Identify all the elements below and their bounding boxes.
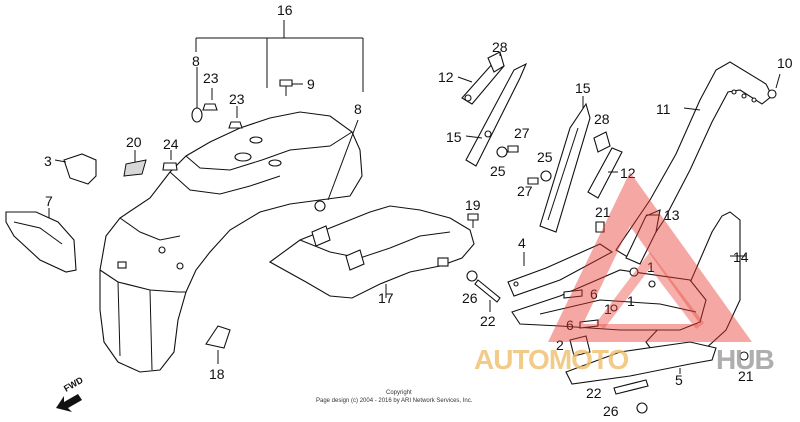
callout-18: 18 [209,366,225,382]
bolt-27-b [527,177,539,185]
callout-21-b: 21 [738,368,754,384]
nut-1-c [648,280,656,288]
washer-26-left [466,270,478,282]
callout-19: 19 [465,197,481,213]
callout-27-b: 27 [517,183,533,199]
callout-25-b: 25 [537,149,553,165]
bolt-22-right [613,379,649,395]
nut-23-a [202,88,218,111]
bracket-13 [625,209,661,265]
clip-18 [205,325,231,364]
nut-1-a [629,267,639,277]
callout-1-c: 1 [604,301,612,317]
callout-12-left: 12 [438,69,454,85]
callout-10: 10 [777,55,793,71]
rubber-28-right [593,131,611,153]
bolt-21-a [595,221,605,233]
callout-22-left: 22 [480,313,496,329]
inner-fender-17 [268,205,475,299]
cap-nut-10 [767,73,781,99]
washer-25-b [540,170,552,182]
callout-22-right: 22 [586,385,602,401]
nut-23-b [228,106,243,129]
watermark-triangle [548,172,752,342]
watermark-logo: AUTOMOTO HUB [474,172,775,375]
callout-6-a: 6 [590,286,598,302]
callout-5: 5 [675,372,683,388]
callout-23-a: 23 [203,70,219,86]
nut-1-b [610,304,618,312]
stay-15-left [465,62,528,167]
grommet-8-left [191,67,203,123]
callout-20: 20 [126,134,142,150]
label-20 [123,150,147,177]
callout-numbers: 16 8 8 9 23 23 20 24 3 7 18 28 12 15 27 … [44,2,793,419]
rubber-28-left [487,51,505,73]
reflector-7 [5,208,77,273]
callout-28-right: 28 [594,111,610,127]
bolt-6-b [579,319,599,329]
callout-7: 7 [45,193,53,209]
callout-9: 9 [307,76,315,92]
callout-23-b: 23 [229,91,245,107]
bolt-6-a [563,289,583,299]
callout-4: 4 [518,235,526,251]
callout-2: 2 [556,337,564,353]
bolt-22-left [474,279,501,312]
stay-12-right [587,147,623,199]
part-2 [569,335,591,357]
bolt-27-a [507,145,519,153]
callout-8-right: 8 [354,101,362,117]
washer-25-a [496,146,508,158]
callout-17: 17 [378,290,394,306]
copyright-line-2: Page design (c) 2004 - 2016 by ARI Netwo… [316,398,473,404]
copyright-line-1: Copyright [386,390,412,396]
stay-4 [507,243,614,297]
callout-25-a: 25 [490,163,506,179]
stay-5 [565,341,717,385]
callout-1-b: 1 [647,259,655,275]
screw-9 [279,79,303,96]
nut-21-b [739,351,749,361]
main-plate [511,269,707,331]
washer-26-right [636,402,648,414]
callout-12-right: 12 [620,165,636,181]
bolt-19 [467,213,479,228]
callout-13: 13 [664,207,680,223]
callout-15-right: 15 [575,80,591,96]
copyright-notice: Copyright Page design (c) 2004 - 2016 by… [316,390,473,404]
callout-26-left: 26 [462,290,478,306]
fwd-arrow: FWD [56,375,85,412]
callout-8-left: 8 [192,53,200,69]
callout-1-a: 1 [627,293,635,309]
watermark-text-auto: AUTOMOTO [474,344,629,375]
callout-14: 14 [733,249,749,265]
callout-11: 11 [656,101,671,117]
callout-3: 3 [44,153,52,169]
callout-16-bracket [195,20,364,92]
callout-28-left: 28 [492,39,508,55]
grommet-8-right [314,119,359,212]
callout-21-a: 21 [595,204,611,220]
callout-24: 24 [163,136,179,152]
nut-24 [162,150,178,171]
fwd-label: FWD [62,375,85,394]
callout-16: 16 [277,2,293,18]
rear-fender [99,111,363,373]
callout-6-b: 6 [566,317,574,333]
clip-3 [54,153,97,185]
callout-26-right: 26 [603,403,619,419]
stay-15-right [539,96,591,233]
watermark-text-hub: HUB [716,344,774,375]
callout-15-left: 15 [446,129,462,145]
callout-27-a: 27 [514,125,530,141]
